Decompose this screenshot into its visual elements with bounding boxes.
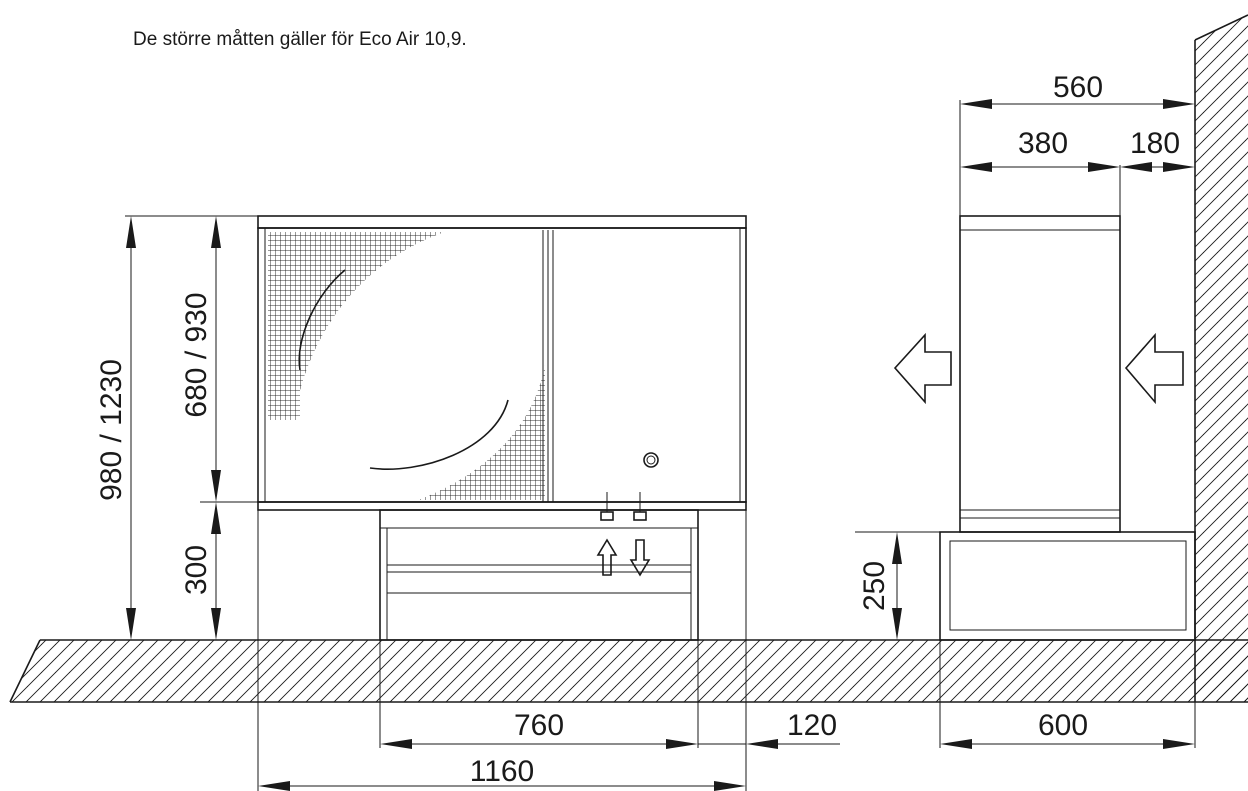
fan-arc-upper <box>298 269 346 371</box>
side-base-stand <box>939 531 1196 641</box>
base-depth-label: 600 <box>1038 709 1088 742</box>
foot-width-label: 760 <box>514 709 564 742</box>
total-width-label: 1160 <box>470 755 535 788</box>
side-gap-label: 120 <box>787 709 837 742</box>
side-dimensions: 560 380 180 250 600 <box>858 71 1195 749</box>
front-horizontal-dimensions: 760 1160 120 <box>258 709 840 791</box>
unit-height-label: 680 / 930 <box>180 292 213 417</box>
unit-depth-label: 380 <box>1018 127 1068 160</box>
fan-grille-upper <box>268 232 445 420</box>
front-view-unit <box>257 215 747 791</box>
fan-arc-lower <box>369 399 509 470</box>
front-vertical-dimensions: 980 / 1230 680 / 930 300 <box>95 215 258 640</box>
wall-clearance-label: 180 <box>1130 127 1180 160</box>
fan-grille-lower <box>418 365 545 500</box>
total-depth-label: 560 <box>1053 71 1103 104</box>
ground <box>9 639 1248 703</box>
pipe-connections <box>596 492 651 577</box>
airflow-in-arrow-icon <box>1124 332 1184 405</box>
base-height-front-label: 300 <box>180 545 213 595</box>
base-height-side-label: 250 <box>858 561 891 611</box>
outlet-arrow-icon <box>629 539 651 577</box>
caption: De större måtten gäller för Eco Air 10,9… <box>133 29 467 50</box>
inlet-arrow-icon <box>596 538 618 576</box>
wall <box>1194 14 1248 702</box>
total-height-label: 980 / 1230 <box>95 359 128 501</box>
airflow-out-arrow-icon <box>893 332 952 405</box>
front-base-stand <box>379 509 699 641</box>
side-view-unit <box>855 100 1196 748</box>
indicator-knob <box>643 452 659 468</box>
